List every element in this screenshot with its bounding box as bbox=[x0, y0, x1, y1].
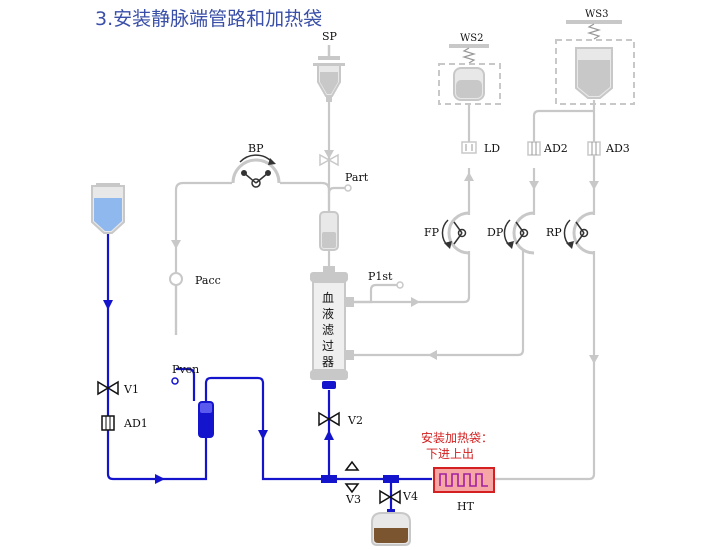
filter-char-0: 血 bbox=[322, 291, 334, 305]
filter-char-1: 液 bbox=[322, 306, 334, 321]
label-rp: RP bbox=[546, 226, 562, 239]
pump-bp: BP bbox=[231, 142, 281, 188]
label-ht: HT bbox=[457, 500, 475, 513]
label-v3: V3 bbox=[345, 493, 361, 506]
venous-chamber bbox=[198, 401, 214, 438]
label-ws3: WS3 bbox=[585, 9, 609, 20]
filter-char-3: 过 bbox=[322, 339, 334, 353]
label-dp: DP bbox=[487, 226, 504, 239]
drip-chamber bbox=[319, 211, 339, 251]
valve-icon bbox=[344, 460, 360, 494]
heater-note-line-2: 下进上出 bbox=[426, 447, 474, 461]
label-ws2: WS2 bbox=[460, 33, 484, 44]
pressure-sensor-icon bbox=[171, 377, 179, 385]
pump-fp: FP bbox=[424, 211, 470, 255]
label-ad3: AD3 bbox=[605, 142, 630, 155]
waste-bag bbox=[371, 509, 411, 546]
scale-ws3: WS3 bbox=[555, 9, 635, 105]
label-ld: LD bbox=[484, 142, 500, 155]
heater-note-line-1: 安装加热袋： bbox=[421, 430, 493, 445]
air-detector-icon bbox=[527, 141, 541, 156]
label-sp: SP bbox=[322, 30, 338, 43]
label-v4: V4 bbox=[402, 490, 418, 503]
scale-ws2: WS2 bbox=[438, 33, 501, 105]
air-detector-icon bbox=[587, 141, 601, 156]
hemofilter: 血 液 滤 过 器 bbox=[310, 266, 354, 389]
valve-icon bbox=[318, 411, 340, 427]
pressure-sensor-icon bbox=[344, 184, 352, 192]
label-fp: FP bbox=[424, 226, 440, 239]
label-v1: V1 bbox=[123, 383, 139, 396]
label-ad1: AD1 bbox=[123, 417, 148, 430]
valve-icon bbox=[319, 153, 339, 167]
label-ad2: AD2 bbox=[543, 142, 568, 155]
label-part: Part bbox=[345, 171, 369, 184]
heater-ht bbox=[433, 467, 495, 493]
blue-arrows bbox=[103, 300, 399, 484]
filter-char-2: 滤 bbox=[322, 323, 334, 337]
gray-arrows bbox=[171, 150, 599, 364]
label-p1st: P1st bbox=[368, 270, 393, 283]
label-v2: V2 bbox=[347, 414, 363, 427]
gray-tubing bbox=[174, 100, 596, 481]
pressure-sensor-icon bbox=[396, 281, 404, 289]
syringe-sp: SP bbox=[313, 30, 345, 102]
air-detector-icon bbox=[101, 415, 115, 431]
valve-icon bbox=[379, 489, 401, 505]
pressure-sensor-icon bbox=[169, 272, 183, 286]
label-bp: BP bbox=[248, 142, 264, 155]
valve-icon bbox=[97, 380, 119, 396]
fluid-bag bbox=[91, 183, 125, 234]
label-pven: Pven bbox=[172, 363, 199, 376]
label-pacc: Pacc bbox=[195, 274, 221, 287]
pump-dp: DP bbox=[487, 211, 535, 255]
filter-char-4: 器 bbox=[322, 355, 334, 369]
pump-rp: RP bbox=[546, 211, 595, 255]
air-detector-icon bbox=[461, 141, 477, 154]
page-title: 3.安装静脉端管路和加热袋 bbox=[95, 8, 322, 30]
